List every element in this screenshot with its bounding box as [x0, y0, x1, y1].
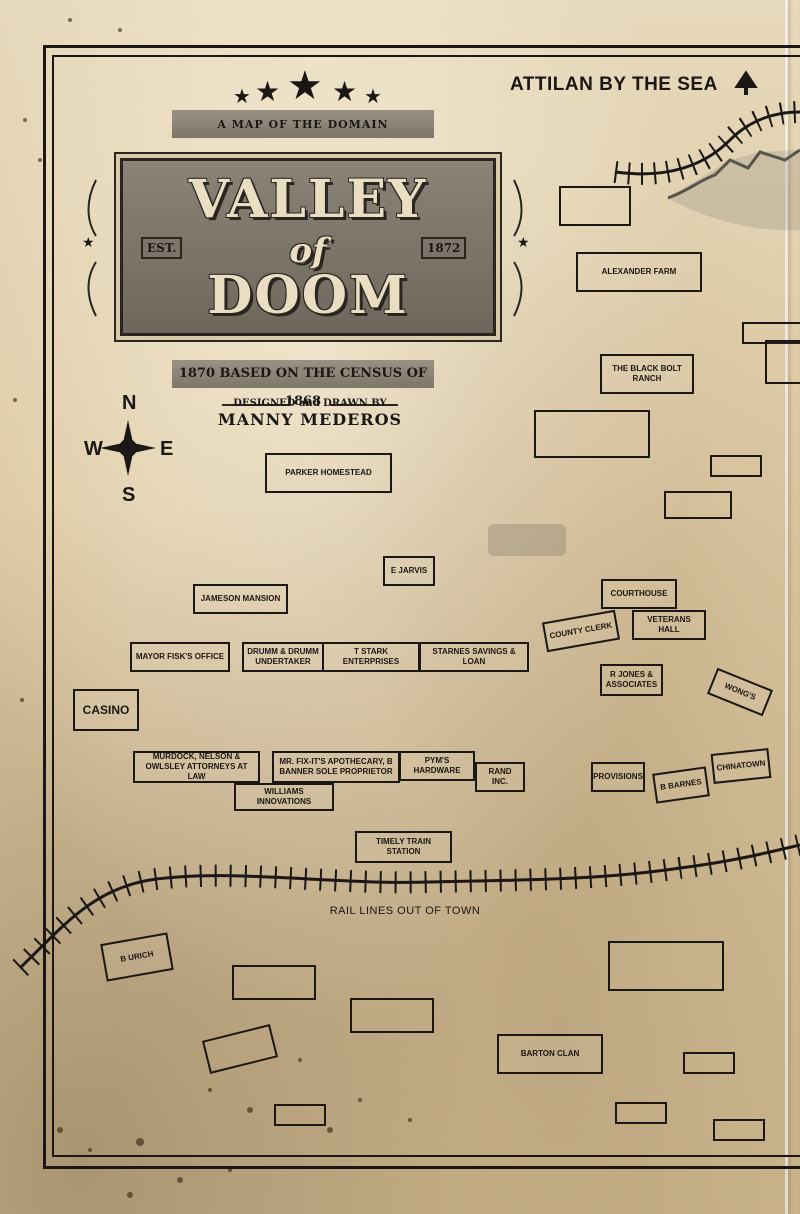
title-cartouche: VALLEY of DOOM EST. 1872 [120, 158, 496, 336]
compass-w: W [84, 438, 103, 460]
building-mayor-fisk[interactable]: MAYOR FISK'S OFFICE [130, 642, 230, 672]
building-unlabeled[interactable] [683, 1052, 735, 1074]
star-icon: ★ [332, 75, 358, 108]
star-icon: ★ [255, 75, 281, 108]
star-icon: ★ [82, 235, 95, 251]
rail-label: RAIL LINES OUT OF TOWN [329, 905, 481, 917]
map-border-inner [52, 55, 800, 1157]
building-williams-innovations[interactable]: WILLIAMS INNOVATIONS [234, 783, 334, 811]
building-unlabeled[interactable] [274, 1104, 326, 1126]
destination-label: ATTILAN BY THE SEA [510, 74, 718, 95]
building-chinatown[interactable]: CHINATOWN [710, 748, 772, 784]
building-t-stark[interactable]: T STARK ENTERPRISES [322, 642, 420, 672]
star-icon: ★ [364, 84, 382, 108]
building-e-jarvis[interactable]: E JARVIS [383, 556, 435, 586]
title-of: of [289, 231, 327, 271]
compass-rose [100, 420, 156, 476]
building-courthouse[interactable]: COURTHOUSE [601, 579, 677, 609]
north-rail-ties [613, 101, 800, 185]
building-unlabeled[interactable] [608, 941, 724, 991]
building-veterans-hall[interactable]: VETERANS HALL [632, 610, 706, 640]
building-unlabeled[interactable] [559, 186, 631, 226]
building-unlabeled[interactable] [664, 491, 732, 519]
building-starnes-savings[interactable]: STARNES SAVINGS & LOAN [419, 642, 529, 672]
author-name: MANNY MEDEROS [217, 410, 403, 429]
designed-by: DESIGNED and DRAWN BY [233, 398, 387, 409]
building-unlabeled[interactable] [742, 322, 800, 344]
building-drumm-undertaker[interactable]: DRUMM & DRUMM UNDERTAKER [242, 642, 324, 672]
building-unlabeled[interactable] [350, 998, 434, 1033]
title-valley: VALLEY [188, 169, 428, 230]
est-label: EST. [141, 237, 183, 259]
star-icon: ★ [287, 63, 323, 109]
mountain-ridge [667, 148, 800, 200]
main-rail-ties [12, 834, 800, 976]
compass-n: N [122, 392, 137, 414]
paper-fold [785, 0, 788, 1214]
compass-s: S [122, 484, 136, 506]
building-parker-homestead[interactable]: PARKER HOMESTEAD [265, 453, 392, 493]
building-alexander-farm[interactable]: ALEXANDER FARM [576, 252, 702, 292]
north-arrow [734, 70, 758, 95]
star-icon: ★ [233, 84, 251, 108]
map-border-outer [43, 45, 800, 1169]
building-unlabeled[interactable] [765, 340, 800, 384]
building-murdock-nelson-owlsley[interactable]: MURDOCK, NELSON & OWLSLEY ATTORNEYS AT L… [133, 751, 260, 783]
building-unlabeled[interactable] [713, 1119, 765, 1141]
compass-e: E [160, 438, 174, 460]
building-jameson-mansion[interactable]: JAMESON MANSION [193, 584, 288, 614]
building-barton-clan[interactable]: BARTON CLAN [497, 1034, 603, 1074]
building-fix-it-apothecary[interactable]: MR. FIX-IT'S APOTHECARY, B BANNER SOLE P… [272, 751, 400, 783]
building-timely-train-station[interactable]: TIMELY TRAIN STATION [355, 831, 452, 863]
building-black-bolt-ranch[interactable]: THE BLACK BOLT RANCH [600, 354, 694, 394]
building-pyms-hardware[interactable]: PYM'S HARDWARE [399, 751, 475, 781]
building-unlabeled[interactable] [710, 455, 762, 477]
building-casino[interactable]: CASINO [73, 689, 139, 731]
building-unlabeled[interactable] [534, 410, 650, 458]
building-unlabeled[interactable] [615, 1102, 667, 1124]
census-ribbon: 1870 BASED ON THE CENSUS OF 1868 [172, 360, 434, 409]
building-r-jones[interactable]: R JONES & ASSOCIATES [600, 664, 663, 696]
title-ribbon: A MAP OF THE DOMAIN [172, 110, 434, 138]
title-doom: DOOM [207, 265, 409, 326]
est-year: 1872 [421, 237, 467, 259]
star-icon: ★ [517, 235, 530, 251]
building-unlabeled[interactable] [232, 965, 316, 1000]
building-provisions[interactable]: PROVISIONS [591, 762, 645, 792]
building-rand-inc[interactable]: RAND INC. [475, 762, 525, 792]
